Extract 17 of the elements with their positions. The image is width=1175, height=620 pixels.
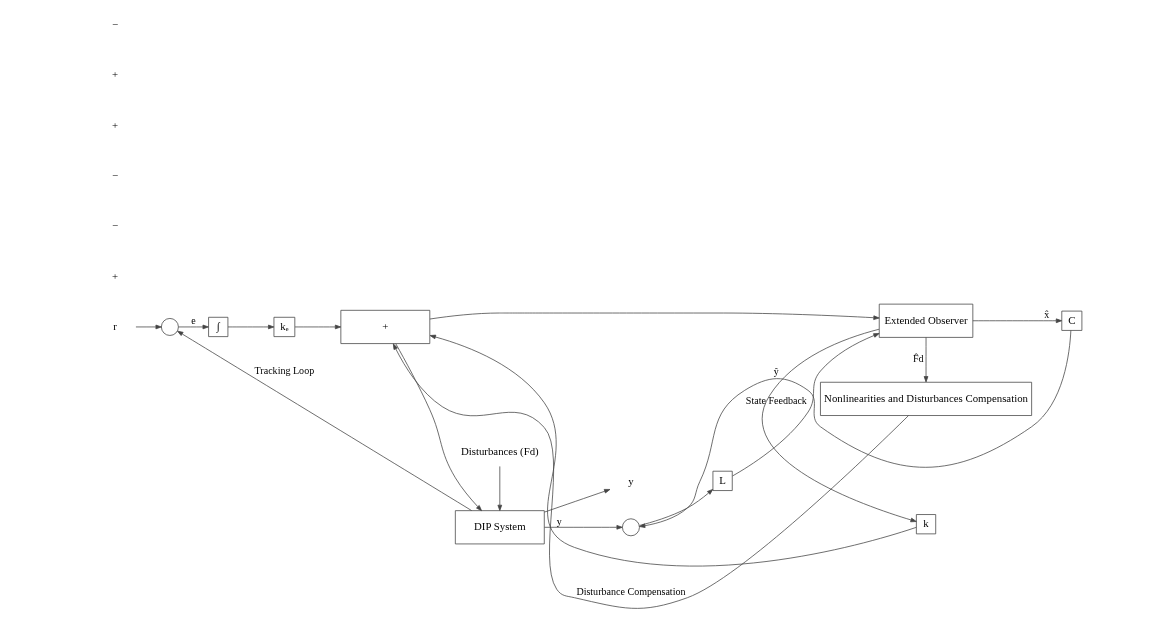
label: + <box>111 68 118 81</box>
edge-label: ŷ <box>773 366 779 378</box>
label: + <box>111 118 118 131</box>
label: − <box>111 168 118 181</box>
node-text: r <box>112 319 117 332</box>
edge-label: Tracking Loop <box>254 365 314 377</box>
edge-label: e <box>190 315 196 327</box>
node-text: Disturbances (Fd) <box>460 445 539 458</box>
label: − <box>111 219 118 232</box>
edge-label: F̂d <box>912 353 924 365</box>
edge-label: Disturbance Compensation <box>575 585 685 597</box>
edge-label: x̂ <box>1043 308 1049 320</box>
label: + <box>111 269 118 282</box>
label: − <box>111 18 118 31</box>
node-text: y <box>627 475 634 488</box>
edge-label: State Feedback <box>745 394 807 406</box>
edge-label: y <box>556 515 562 527</box>
